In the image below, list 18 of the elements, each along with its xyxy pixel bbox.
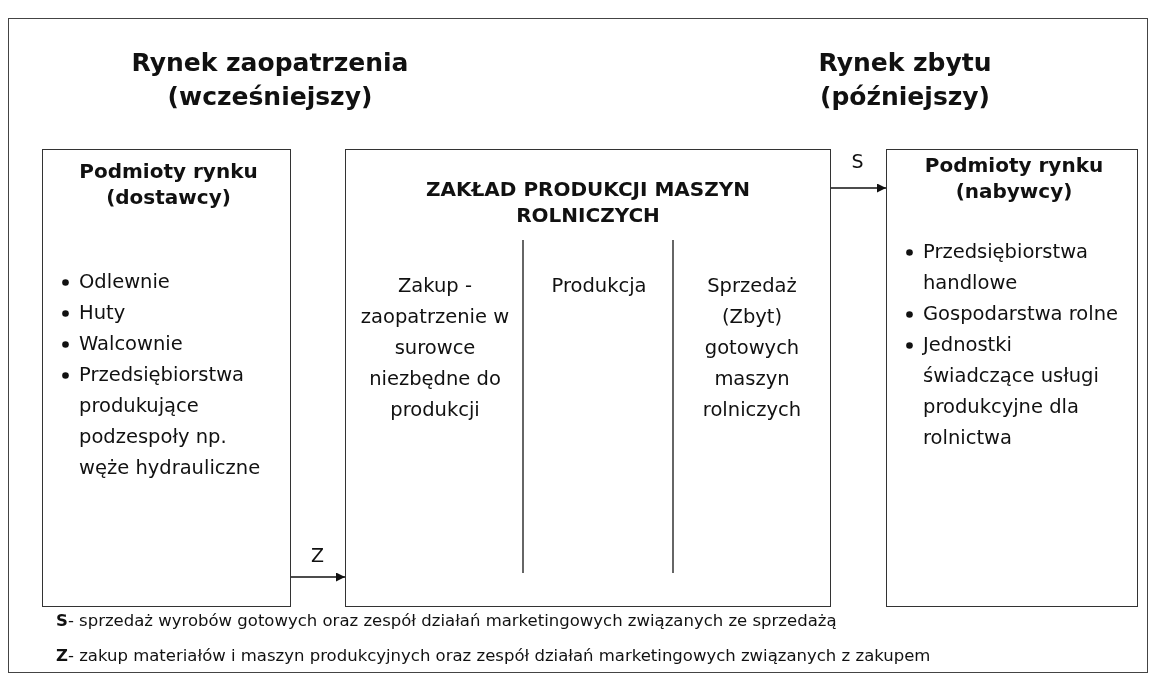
list-item: Przedsiębiorstwa produkujące podzespoły np. węże hydrauliczne	[79, 362, 262, 481]
process-box	[42, 149, 291, 607]
list-item: Gospodarstwa rolne	[923, 301, 1120, 327]
list-item: Walcownie	[79, 331, 184, 357]
footnote: Z- zakup materiałów i maszyn produkcyjnych oraz zespół działań marketingowych związanych z zakupem	[56, 646, 931, 665]
list-item: Odlewnie	[79, 269, 171, 295]
process-box	[886, 149, 1138, 607]
list-item: Przedsiębiorstwa handlowe	[923, 239, 1090, 296]
market-heading: Rynek zbytu (późniejszy)	[817, 47, 993, 113]
list-item: Jednostki świadczące usługi produkcyjne dla rolnictwa	[923, 332, 1100, 451]
box-heading: ZAKŁAD PRODUKCJI MASZYN ROLNICZYCH	[425, 176, 751, 228]
box-heading: Podmioty rynku (nabywcy)	[923, 152, 1105, 204]
list-item: Huty	[79, 300, 127, 326]
box-heading: Podmioty rynku (dostawcy)	[78, 158, 259, 210]
arrow	[290, 572, 346, 582]
process-box	[345, 149, 831, 607]
arrow	[830, 183, 887, 193]
market-heading: Rynek zaopatrzenia (wcześniejszy)	[130, 47, 410, 113]
